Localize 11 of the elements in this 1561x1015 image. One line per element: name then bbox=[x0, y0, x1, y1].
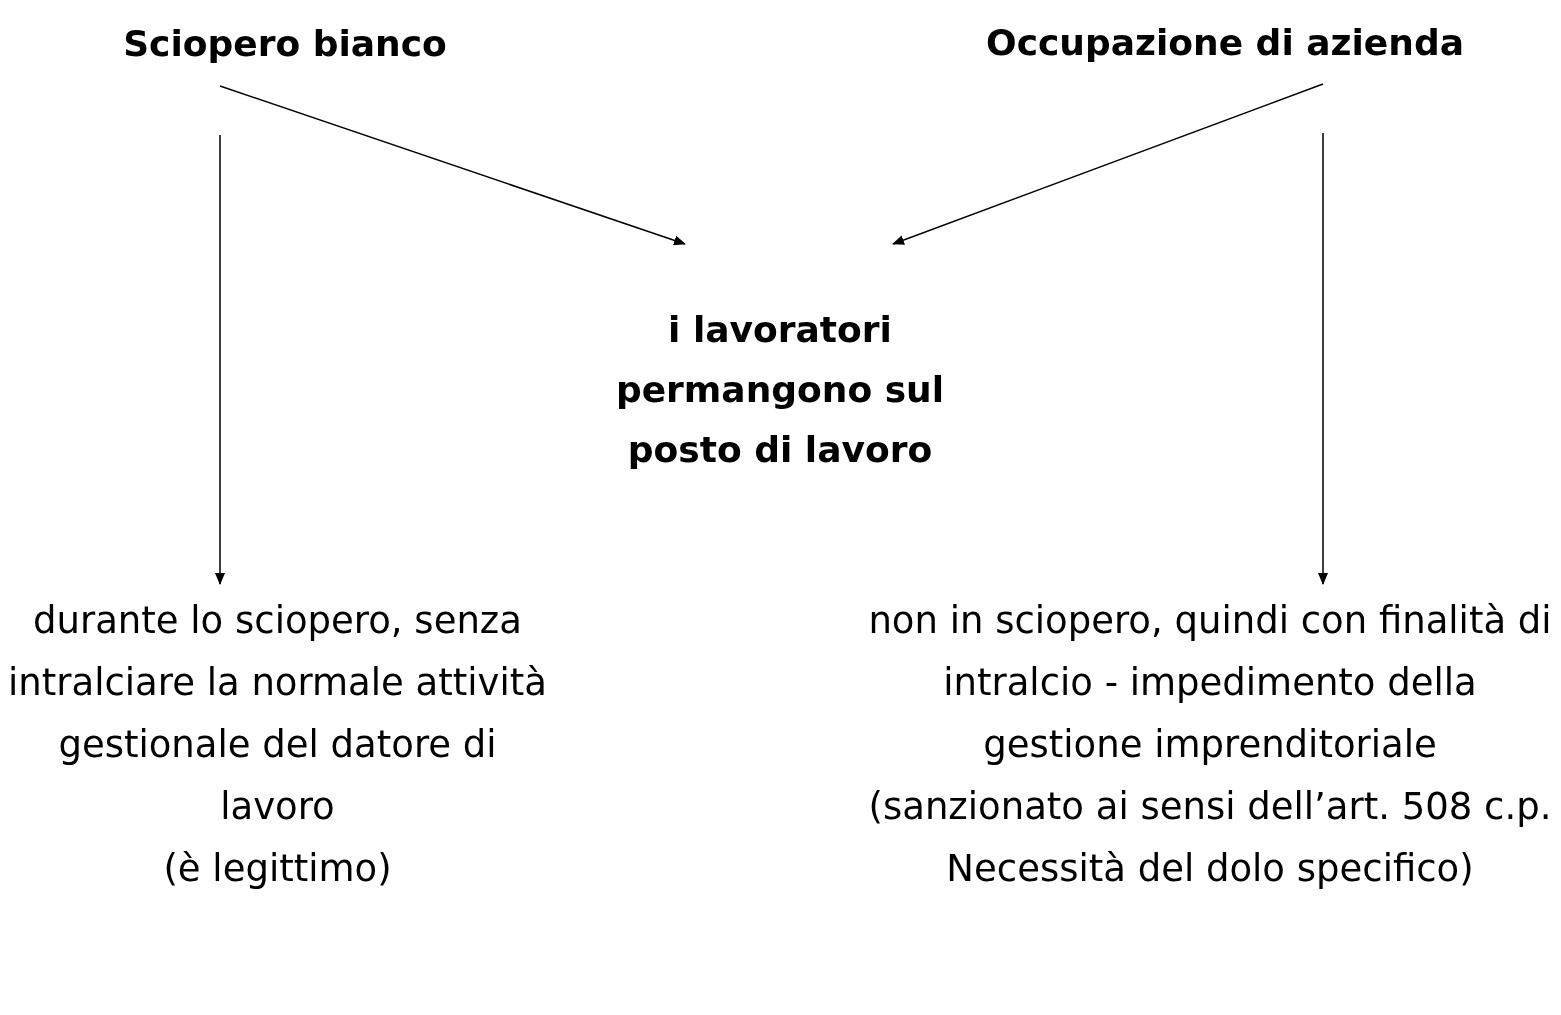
heading-text: Sciopero bianco bbox=[123, 22, 447, 66]
arrow bbox=[219, 85, 686, 246]
heading-text: Occupazione di azienda bbox=[986, 21, 1464, 65]
arrow bbox=[1318, 132, 1328, 585]
description-text: non in sciopero, quindi con finalità di intralcio - impedimento della gestione imprenditoriale bbox=[867, 598, 1553, 768]
statement-text: i lavoratori permangono sul posto di lavoro bbox=[614, 308, 946, 472]
arrow bbox=[215, 134, 225, 585]
description-text: (è legittimo) bbox=[163, 846, 392, 892]
description-text: durante lo sciopero, senza intralciare la normale attività gestionale del datore di lavoro bbox=[7, 598, 548, 830]
arrow bbox=[892, 83, 1324, 245]
description-text: (sanzionato ai sensi dell’art. 508 c.p. Necessità del dolo specifico) bbox=[867, 784, 1553, 892]
